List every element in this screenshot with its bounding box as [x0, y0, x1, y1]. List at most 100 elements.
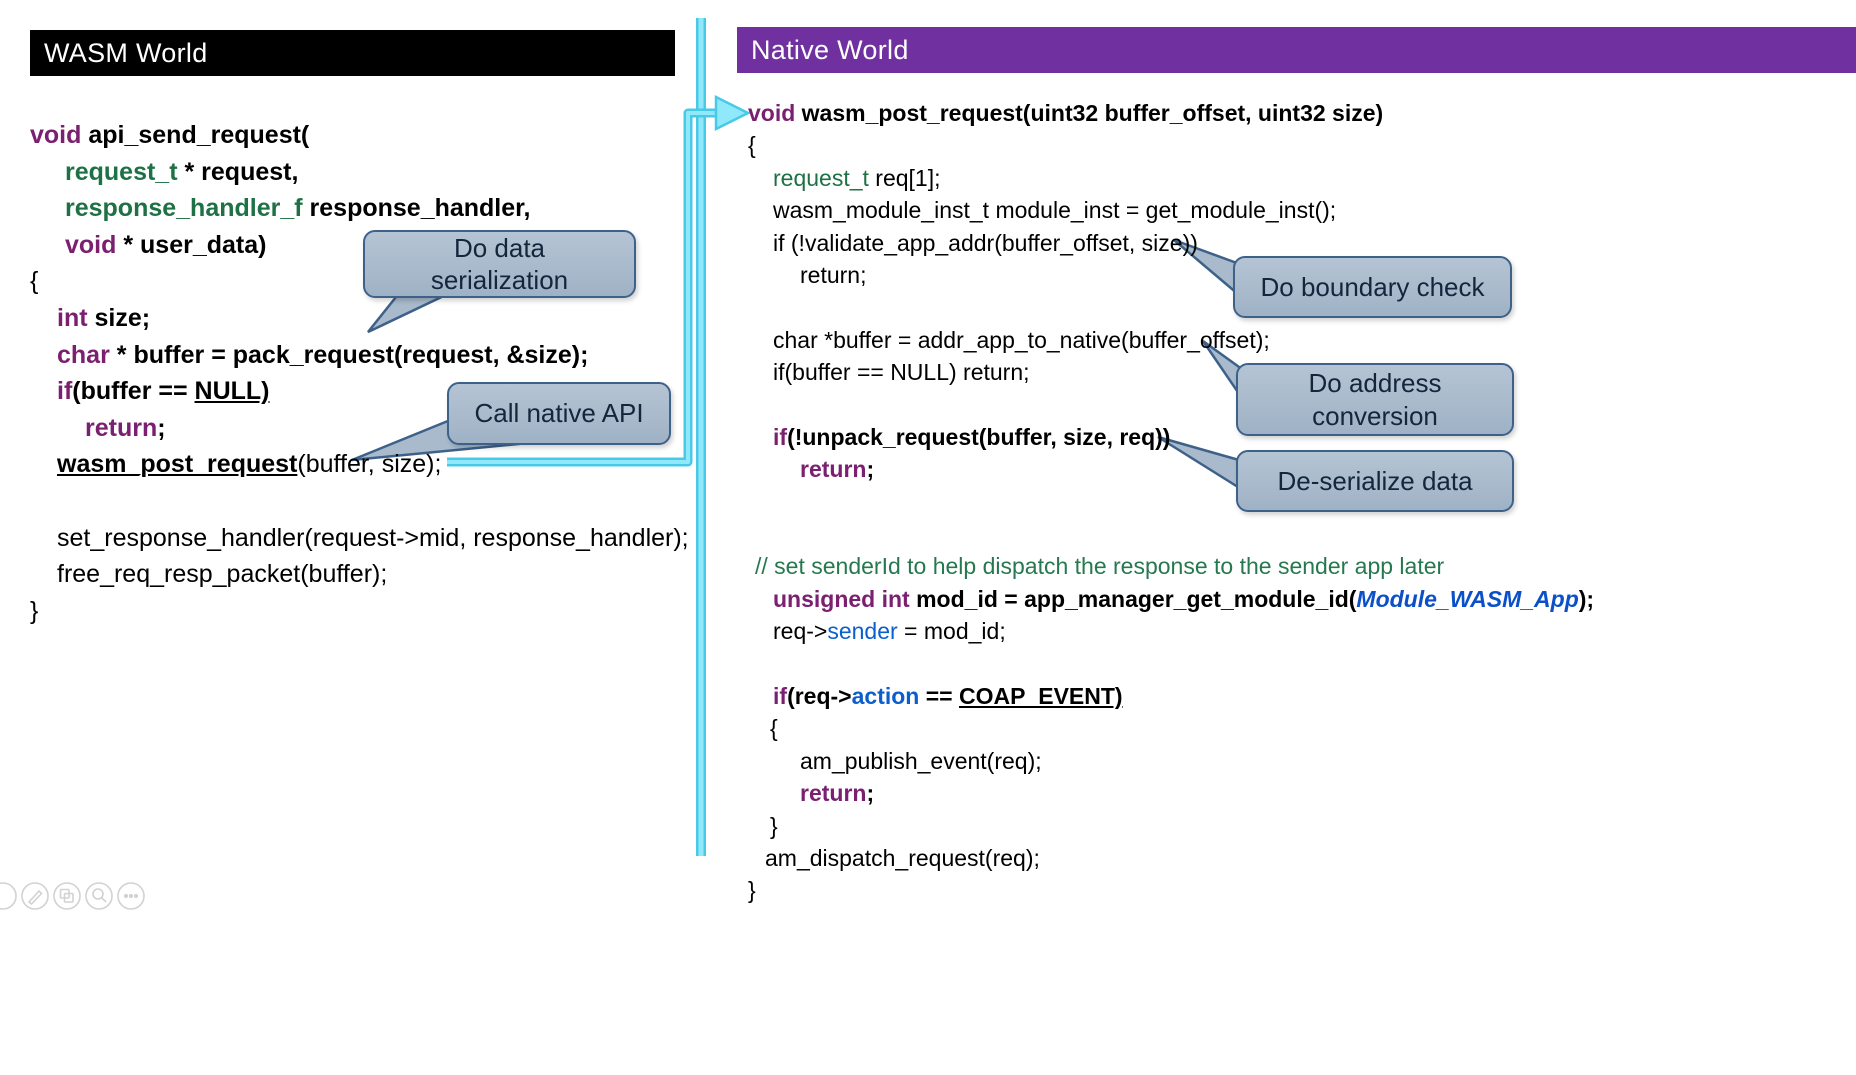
code-token: req-> — [773, 618, 828, 645]
code-line: am_dispatch_request(req); — [748, 842, 1594, 874]
code-token: int — [57, 303, 95, 332]
code-line: { — [30, 263, 689, 300]
code-token: * request, — [184, 157, 299, 186]
native-world-header: Native World — [737, 27, 1856, 73]
code-token: * user_data) — [123, 230, 267, 259]
code-line: if(buffer == NULL) return; — [748, 356, 1594, 388]
zoom-icon[interactable] — [85, 882, 113, 910]
code-token: wasm_module_inst_t module_inst = get_mod… — [773, 197, 1337, 224]
wasm-world-title: WASM World — [44, 37, 208, 68]
code-line: if(req->action == COAP_EVENT) — [748, 680, 1594, 712]
code-line: if (!validate_app_addr(buffer_offset, si… — [748, 227, 1594, 259]
code-line: void api_send_request( — [30, 117, 689, 154]
callout-call-native-api: Call native API — [447, 382, 671, 445]
code-line: set_response_handler(request->mid, respo… — [30, 520, 689, 557]
code-token: (buffer, size); — [297, 450, 442, 479]
code-token: unsigned int — [773, 585, 917, 612]
native-world-title: Native World — [751, 34, 909, 65]
code-line — [748, 518, 1594, 550]
code-token: am_publish_event(req); — [800, 747, 1042, 774]
code-token: void — [65, 230, 124, 259]
code-token: if — [57, 377, 73, 406]
code-token: request_t — [65, 157, 185, 186]
callout-boundary-check: Do boundary check — [1233, 256, 1512, 318]
callout-deserialize-data: De-serialize data — [1236, 450, 1514, 512]
code-token: sender — [827, 618, 898, 645]
code-token: char *buffer = addr_app_to_native(buffer… — [773, 326, 1270, 353]
code-token: response_handler, — [309, 194, 531, 223]
code-token: ; — [157, 413, 166, 442]
code-token: NULL) — [194, 377, 270, 406]
code-token: = mod_id; — [897, 618, 1006, 645]
code-token: request_t — [773, 164, 869, 191]
code-token: if — [773, 423, 788, 450]
code-token: return — [800, 780, 867, 807]
code-token: { — [30, 267, 39, 296]
code-token: api_send_request( — [88, 121, 310, 149]
code-line: // set senderId to help dispatch the res… — [748, 550, 1594, 582]
code-token: mod_id = app_manager_get_module_id( — [916, 585, 1357, 612]
code-token: * buffer = pack_request(request, &size); — [116, 340, 589, 369]
code-line: void * user_data) — [30, 227, 689, 264]
code-token: action — [851, 683, 920, 710]
code-token: return — [800, 456, 867, 483]
code-line: { — [748, 129, 1594, 161]
code-token: { — [748, 132, 756, 159]
code-token: return; — [800, 261, 867, 288]
code-line: } — [748, 874, 1594, 906]
code-line — [30, 483, 689, 520]
code-token: void — [748, 100, 802, 126]
code-token: if(buffer == NULL) return; — [773, 359, 1030, 386]
code-token: set_response_handler(request->mid, respo… — [57, 523, 689, 552]
code-token: ; — [866, 456, 875, 483]
code-line: char * buffer = pack_request(request, &s… — [30, 337, 689, 374]
callout-label: Do data serialization — [430, 232, 569, 296]
code-token: COAP_EVENT) — [959, 683, 1123, 710]
code-token: am_dispatch_request(req); — [765, 844, 1040, 871]
code-token: req[1]; — [868, 164, 941, 191]
code-line: return; — [748, 777, 1594, 809]
code-token: wasm_post_request — [57, 450, 298, 479]
code-token: if (!validate_app_addr(buffer_offset, si… — [773, 229, 1198, 256]
code-token: } — [770, 812, 778, 839]
code-token: size; — [94, 303, 151, 332]
callout-address-conversion: Do address conversion — [1236, 363, 1514, 436]
code-line: unsigned int mod_id = app_manager_get_mo… — [748, 583, 1594, 615]
cross-world-arrowhead — [714, 94, 751, 132]
code-token: ; — [866, 780, 875, 807]
code-token: } — [30, 596, 39, 625]
previous-slide-icon[interactable] — [0, 882, 17, 910]
wasm-code-block: void api_send_request(request_t * reques… — [30, 117, 689, 629]
code-token: (buffer == — [72, 377, 195, 406]
code-line: wasm_post_request(buffer, size); — [30, 446, 689, 483]
code-line: if(buffer == NULL) — [30, 373, 689, 410]
see-all-slides-icon[interactable] — [53, 882, 81, 910]
callout-label: Do boundary check — [1260, 271, 1485, 302]
callout-label: De-serialize data — [1277, 465, 1473, 496]
callout-label: Do address conversion — [1308, 368, 1442, 431]
more-icon[interactable] — [117, 882, 145, 910]
code-line — [748, 648, 1594, 680]
code-token: (req-> — [787, 683, 852, 710]
presenter-toolbar — [0, 882, 145, 910]
code-line: free_req_resp_packet(buffer); — [30, 556, 689, 593]
pen-icon[interactable] — [21, 882, 49, 910]
code-token: return — [85, 413, 158, 442]
code-line: return; — [748, 259, 1594, 291]
code-token: Module_WASM_App — [1356, 585, 1579, 612]
cross-world-arrow-core — [447, 111, 720, 464]
code-line: { — [748, 712, 1594, 744]
code-line: char *buffer = addr_app_to_native(buffer… — [748, 324, 1594, 356]
code-line: am_publish_event(req); — [748, 745, 1594, 777]
code-line: } — [748, 810, 1594, 842]
code-token: free_req_resp_packet(buffer); — [57, 560, 388, 589]
code-token: ); — [1578, 585, 1595, 612]
code-line: request_t * request, — [30, 154, 689, 191]
code-token: wasm_post_request(uint32 buffer_offset, … — [801, 100, 1384, 126]
code-token: (!unpack_request(buffer, size, req)) — [787, 423, 1171, 450]
wasm-world-header: WASM World — [30, 30, 675, 76]
code-line: return; — [30, 410, 689, 447]
code-line: int size; — [30, 300, 689, 337]
code-line: } — [30, 593, 689, 630]
